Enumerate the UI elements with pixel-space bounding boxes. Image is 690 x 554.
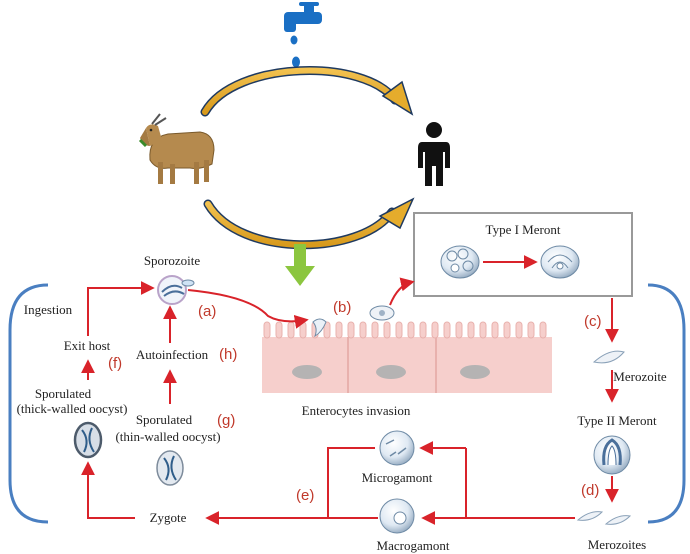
bottom-transmission-arrow [203, 197, 415, 250]
step-c-label: (c) [584, 313, 602, 330]
microvillus [359, 321, 367, 339]
microvillus [299, 321, 307, 339]
step-b-label: (b) [333, 299, 351, 316]
step-e-label: (e) [296, 487, 314, 504]
type-one-meront-cell [440, 245, 480, 279]
sporozoite-to-enterocyte-arrow [187, 289, 309, 329]
gamonts-join-line [327, 447, 375, 518]
microvillus [479, 321, 487, 339]
merozoites-label: Merozoites [588, 537, 646, 552]
step-a-label: (a) [198, 303, 216, 320]
step-h-label: (h) [219, 346, 237, 363]
thick-walled-oocyst-cell [73, 421, 103, 459]
top-transmission-arrow [200, 66, 414, 117]
autoinfection-label: Autoinfection [136, 347, 209, 362]
sporozoite-cell [157, 275, 195, 305]
merozoite-label: Merozoite [613, 369, 667, 384]
enterocyte-layer [262, 321, 552, 393]
green-down-arrow [285, 244, 315, 286]
microvillus [503, 321, 511, 339]
type-two-meront-cell [593, 435, 631, 475]
microvillus [527, 321, 535, 339]
microvillus [371, 321, 379, 339]
sporulated-thin-label-line1: Sporulated [136, 412, 193, 427]
type-one-meront-label: Type I Meront [486, 222, 561, 237]
microvillus [539, 321, 547, 339]
microgamont-cell [379, 430, 415, 466]
microvillus [443, 321, 451, 339]
microvillus [263, 321, 271, 339]
type-two-meront-label: Type II Meront [577, 413, 657, 428]
zygote-to-thick-oocyst-arrow [81, 461, 135, 519]
zygote-label: Zygote [150, 510, 187, 525]
sporulated-thick-label-line1: Sporulated [35, 386, 92, 401]
sporulated-thick-label-line2: (thick-walled oocyst) [17, 401, 128, 416]
ingestion-label: Ingestion [24, 302, 73, 317]
microvillus [395, 321, 403, 339]
type-one-meront-mature-cell [540, 245, 580, 279]
macrogamont-cell [379, 498, 415, 534]
microvillus [419, 321, 427, 339]
microvillus [347, 321, 355, 339]
human-icon [418, 122, 450, 186]
macrogamont-label: Macrogamont [377, 538, 450, 553]
enterocytes-invasion-label: Enterocytes invasion [302, 403, 411, 418]
microgamont-label: Microgamont [362, 470, 433, 485]
exit-host-label: Exit host [64, 338, 111, 353]
merozoites-to-gamonts-line [465, 448, 575, 519]
microvillus [287, 321, 295, 339]
goat-icon [138, 113, 215, 184]
sporozoite-label: Sporozoite [144, 253, 201, 268]
microvillus [323, 321, 331, 339]
trophozoite-cell [369, 305, 395, 321]
merozoites-cells [576, 511, 632, 525]
exit-to-sporozoite-arrow [87, 281, 155, 336]
step-f-label: (f) [108, 355, 122, 372]
microvillus [431, 321, 439, 339]
trophozoite-to-type-one-arrow [389, 277, 415, 306]
right-bracket [647, 283, 686, 524]
merozoite-cell [592, 350, 625, 364]
thin-walled-oocyst-cell [156, 450, 184, 486]
step-d-label: (d) [581, 482, 599, 499]
water-tap-icon [284, 2, 322, 68]
step-g-label: (g) [217, 412, 235, 429]
left-bracket [8, 283, 49, 524]
microvillus [407, 321, 415, 339]
microvillus [275, 321, 283, 339]
microvillus [515, 321, 523, 339]
sporulated-thin-label-line2: (thin-walled oocyst) [115, 429, 220, 444]
microvillus [467, 321, 475, 339]
microvillus [383, 321, 391, 339]
microvillus [335, 321, 343, 339]
microvillus [491, 321, 499, 339]
microvillus [455, 321, 463, 339]
invading-sporozoite [312, 318, 327, 338]
